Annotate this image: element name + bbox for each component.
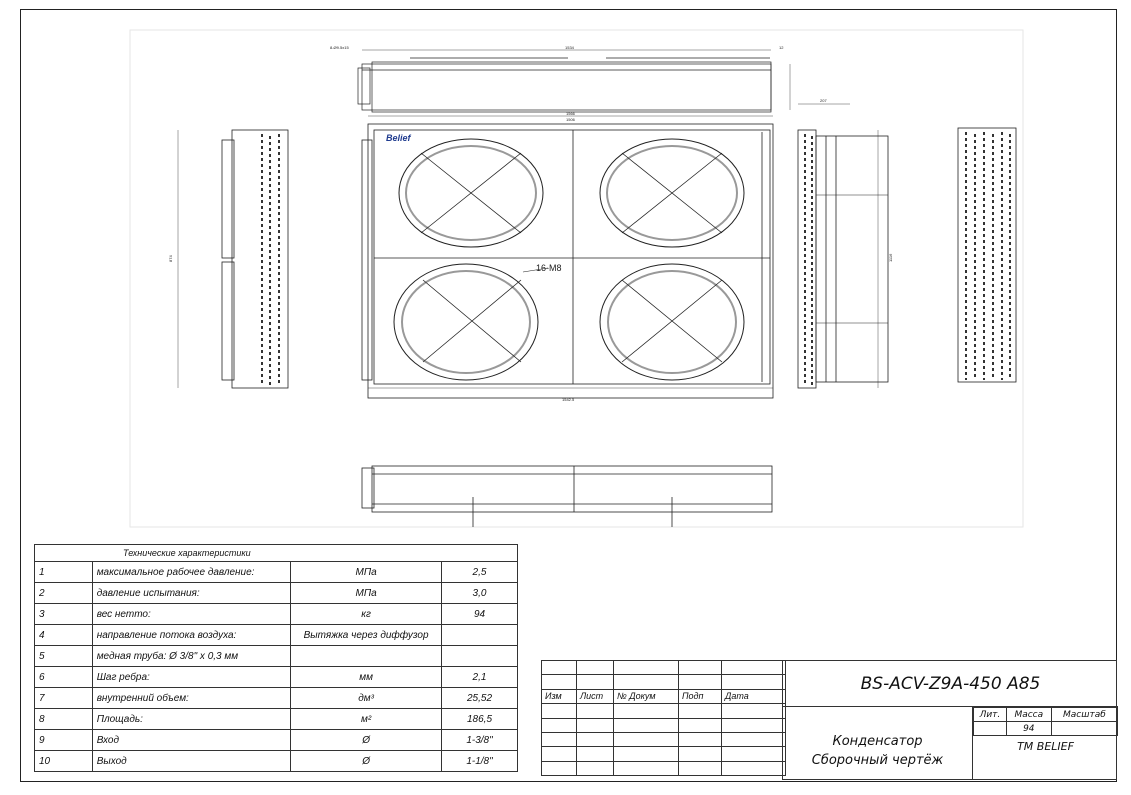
row-desc: внутренний объем:	[91, 687, 292, 709]
bottom-view	[361, 465, 773, 527]
fan-bottom-right	[599, 263, 745, 381]
row-unit: Ø	[290, 729, 443, 751]
end-fin-view	[957, 127, 1017, 383]
row-value: 94	[441, 603, 518, 625]
row-value: 25,52	[441, 687, 518, 709]
row-value: 3,0	[441, 582, 518, 604]
scale-label: Масштаб	[1050, 707, 1119, 722]
model-number: BS-ACV-Z9A-450 A85	[783, 661, 1118, 707]
row-num: 9	[34, 729, 93, 751]
left-side-fins	[261, 134, 280, 385]
row-desc: направление потока воздуха:	[91, 624, 292, 646]
fan-bottom-left	[393, 263, 539, 381]
top-view	[357, 49, 791, 113]
row-num: 3	[34, 603, 93, 625]
row-desc: Вход	[91, 729, 292, 751]
mass-table: Лит. Масса Масштаб 94	[973, 707, 1119, 736]
dim-left-height: 874	[168, 255, 173, 262]
dim-front-bottom: 1542.5	[562, 397, 575, 402]
row-num: 1	[34, 561, 93, 583]
row-value: 1-3/8"	[441, 729, 518, 751]
hdr-podp: Подп	[678, 688, 722, 705]
row-desc: Шаг ребра:	[91, 666, 292, 688]
dim-top-side: 12	[779, 45, 784, 50]
row-unit: мм	[290, 666, 443, 688]
row-unit	[290, 645, 443, 667]
drawing-frame	[20, 9, 1117, 782]
row-num: 6	[34, 666, 93, 688]
mass-value: 94	[1005, 721, 1052, 736]
row-num: 2	[34, 582, 93, 604]
row-unit: Вытяжка через диффузор	[290, 624, 443, 646]
row-value: 1-1/8"	[441, 750, 518, 772]
row-desc: вес нетто:	[91, 603, 292, 625]
fan-top-left	[398, 138, 544, 248]
row-unit: м²	[290, 708, 443, 730]
row-value: 186,5	[441, 708, 518, 730]
hdr-izm: Изм	[541, 688, 577, 705]
hdr-list: Лист	[576, 688, 614, 705]
row-num: 7	[34, 687, 93, 709]
dim-front-inner: 1506	[566, 117, 576, 122]
lit-label: Лит.	[973, 707, 1007, 722]
row-unit: дм³	[290, 687, 443, 709]
dim-top-holes: 8-Ø9.5x15	[330, 45, 349, 50]
row-num: 4	[34, 624, 93, 646]
revision-table: Изм Лист № Докум Подп Дата	[541, 659, 786, 777]
dim-side-height: 1116	[888, 253, 893, 262]
row-desc: медная труба: Ø 3/8" x 0,3 мм	[91, 645, 292, 667]
row-num: 5	[34, 645, 93, 667]
front-view	[361, 115, 774, 399]
title-block: Изм Лист № Докум Подп Дата BS-ACV-Z9A-45…	[541, 659, 1119, 780]
dim-top-length: 1534	[565, 45, 575, 50]
row-desc: Выход	[91, 750, 292, 772]
company-name: ТМ BELIEF	[1017, 740, 1074, 753]
right-side-view	[797, 103, 889, 389]
row-unit: МПа	[290, 561, 443, 583]
row-value: 2,1	[441, 666, 518, 688]
dim-front-outer: 1566	[566, 111, 576, 116]
dim-side-top: 207	[820, 98, 827, 103]
drawing-name-line2: Сборочный чертёж	[811, 752, 944, 768]
row-value	[441, 645, 518, 667]
brand-logo: Belief	[386, 133, 412, 143]
row-desc: Площадь:	[91, 708, 292, 730]
left-side-view	[177, 129, 289, 389]
row-desc: максимальное рабочее давление:	[91, 561, 292, 583]
row-desc: давление испытания:	[91, 582, 292, 604]
drawing-name-line1: Конденсатор	[832, 733, 923, 749]
row-value: 2,5	[441, 561, 518, 583]
row-num: 10	[34, 750, 93, 772]
fan-top-right	[599, 138, 745, 248]
row-unit: Ø	[290, 750, 443, 772]
hdr-date: Дата	[721, 688, 786, 705]
row-value	[441, 624, 518, 646]
drawing-name: Конденсатор Сборочный чертёж	[783, 707, 973, 780]
mass-label: Масса	[1005, 707, 1052, 722]
title-block-main: BS-ACV-Z9A-450 A85 Конденсатор Сборочный…	[782, 660, 1119, 780]
hdr-doc: № Докум	[613, 688, 679, 705]
row-unit: МПа	[290, 582, 443, 604]
row-unit: кг	[290, 603, 443, 625]
dim-fan-mount: 16-M8	[536, 263, 562, 273]
spec-table-title: Технические характеристики	[34, 544, 518, 562]
row-num: 8	[34, 708, 93, 730]
